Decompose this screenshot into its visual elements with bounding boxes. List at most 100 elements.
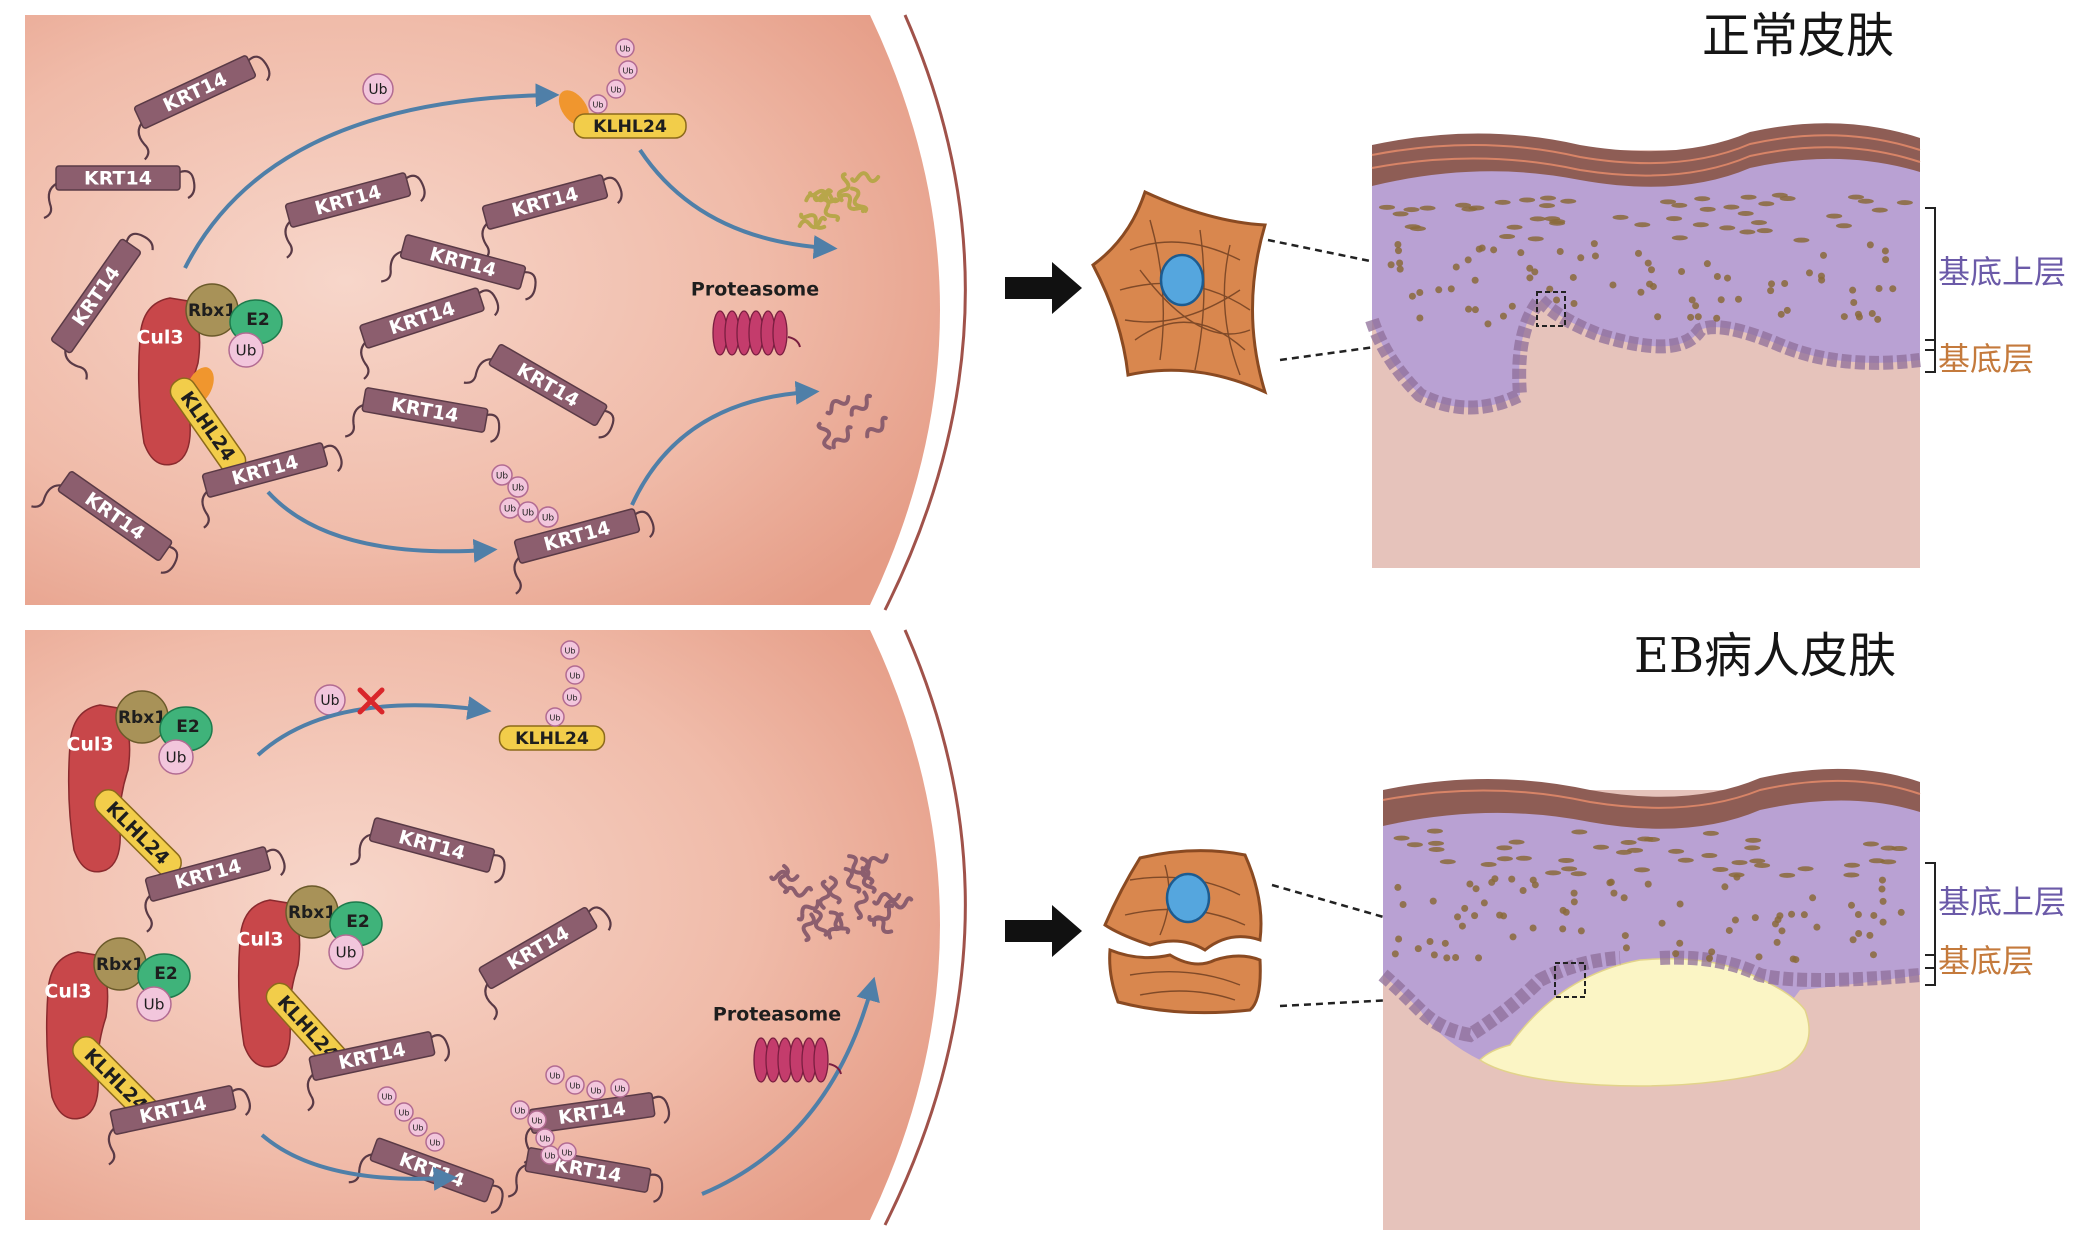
- proteasome-icon: [753, 1037, 842, 1083]
- flow-arrow: [183, 83, 560, 269]
- ub-label: Ub: [542, 514, 555, 524]
- degraded-fragments: [797, 171, 881, 230]
- ub-label: Ub: [236, 342, 257, 360]
- flow-arrow: [256, 696, 492, 757]
- basal-cell-row: [1378, 951, 1621, 1043]
- ubiquitin: Ub: [615, 38, 635, 58]
- basal-cell-row: [1365, 289, 1921, 415]
- ubiquitin: Ub: [408, 1117, 428, 1137]
- ub-label: Ub: [569, 1081, 580, 1091]
- ub-label: Ub: [561, 1148, 572, 1158]
- ub-label: Ub: [522, 509, 535, 519]
- klhl24-label: KLHL24: [515, 729, 589, 749]
- ubiquitin: Ub: [228, 332, 264, 368]
- ub-label: Ub: [320, 693, 339, 709]
- ubiquitin: Ub: [606, 79, 626, 99]
- nucleus: [1165, 872, 1211, 924]
- ub-label: Ub: [549, 1071, 560, 1081]
- ub-label: Ub: [166, 749, 187, 767]
- klhl24-label: KLHL24: [593, 117, 667, 137]
- ub-label: Ub: [564, 646, 575, 656]
- ubiquitin: Ub: [537, 506, 559, 528]
- cul3-label: Cul3: [66, 734, 113, 756]
- rbx1-label: Rbx1: [96, 955, 144, 975]
- ub-label: Ub: [539, 1134, 550, 1144]
- e2-label: E2: [346, 912, 369, 932]
- layer-bracket: [1925, 954, 1936, 986]
- krt14-protein: KRT14: [284, 172, 426, 259]
- ub-label: Ub: [544, 1151, 555, 1161]
- ub-label: Ub: [514, 1106, 525, 1116]
- ubiquitin: Ub: [535, 1128, 555, 1148]
- blister: [1478, 958, 1810, 1087]
- ubiquitin: Ub: [158, 739, 194, 775]
- flow-arrow: [701, 976, 880, 1196]
- ub-label: Ub: [412, 1123, 423, 1133]
- ubiquitin: Ub: [618, 60, 638, 80]
- rbx1-label: Rbx1: [118, 708, 166, 728]
- ubiquitin: Ub: [588, 94, 608, 114]
- krt14-label: KRT14: [84, 168, 152, 190]
- flow-arrow: [260, 1133, 458, 1191]
- ubiquitin: Ub: [545, 1065, 565, 1085]
- ubiquitin: Ub: [610, 1078, 630, 1098]
- ub-label: Ub: [144, 996, 165, 1014]
- ub-label: Ub: [368, 82, 387, 98]
- ub-label: Ub: [531, 1116, 542, 1126]
- eb-keratinocyte: [1103, 849, 1263, 1015]
- basal-label: 基底层: [1938, 340, 2034, 378]
- ub-label: Ub: [381, 1092, 392, 1102]
- ubiquitin: Ub: [517, 501, 539, 523]
- ub-label: Ub: [504, 505, 517, 515]
- degraded-fragments: [816, 393, 888, 450]
- cell-membrane-outline: [883, 629, 967, 1226]
- ubiquitin: Ub: [540, 1145, 560, 1165]
- ub-label: Ub: [590, 1086, 601, 1096]
- flow-arrow: [638, 148, 838, 260]
- ub-label: Ub: [336, 944, 357, 962]
- e2-label: E2: [176, 717, 199, 737]
- ubiquitin: Ub: [499, 497, 521, 519]
- klhl24-protein: KLHL24: [573, 113, 687, 139]
- ub-label: Ub: [569, 671, 580, 681]
- red-x-icon: [357, 687, 385, 715]
- normal-skin-title: 正常皮肤: [1702, 8, 1894, 64]
- ubiquitin: Ub: [491, 464, 513, 486]
- ub-label: Ub: [512, 484, 525, 494]
- ubiquitin: Ub: [377, 1086, 397, 1106]
- ubiquitin: Ub: [527, 1110, 547, 1130]
- proteasome-icon: [712, 310, 801, 356]
- proteasome-label: Proteasome: [713, 1004, 841, 1026]
- layer-bracket: [1925, 207, 1936, 351]
- ub-label: Ub: [549, 713, 560, 723]
- normal-skin-section: [1365, 123, 1936, 568]
- normal-keratinocyte: [1091, 189, 1268, 395]
- ubiquitin: [362, 73, 394, 105]
- nucleus: [1159, 253, 1205, 307]
- ub-label: Ub: [610, 85, 621, 95]
- zoom-line: [1279, 323, 1536, 362]
- cul3-label: Cul3: [236, 929, 283, 951]
- ubiquitin: Ub: [565, 665, 585, 685]
- e2-label: E2: [246, 310, 269, 330]
- suprabasal-label: 基底上层: [1938, 253, 2066, 291]
- ubiquitin: Ub: [425, 1132, 445, 1152]
- ubiquitin: Ub: [562, 687, 582, 707]
- ub-label: Ub: [429, 1138, 440, 1148]
- eb-skin-section: [1378, 768, 1936, 1230]
- right-arrow-icon: [1005, 262, 1082, 314]
- ubiquitin: Ub: [557, 1142, 577, 1162]
- ubiquitin: Ub: [586, 1080, 606, 1100]
- e2-label: E2: [154, 964, 177, 984]
- eb-skin-title: EB病人皮肤: [1634, 628, 1896, 684]
- ubiquitin: Ub: [507, 476, 529, 498]
- ubiquitin: Ub: [510, 1100, 530, 1120]
- cell-membrane-outline: [883, 14, 967, 611]
- ub-label: Ub: [614, 1084, 625, 1094]
- layer-bracket: [1925, 339, 1936, 373]
- ubiquitin: Ub: [136, 986, 172, 1022]
- ub-label: Ub: [622, 66, 633, 76]
- flow-arrow: [266, 490, 498, 563]
- ub-label: Ub: [496, 472, 509, 482]
